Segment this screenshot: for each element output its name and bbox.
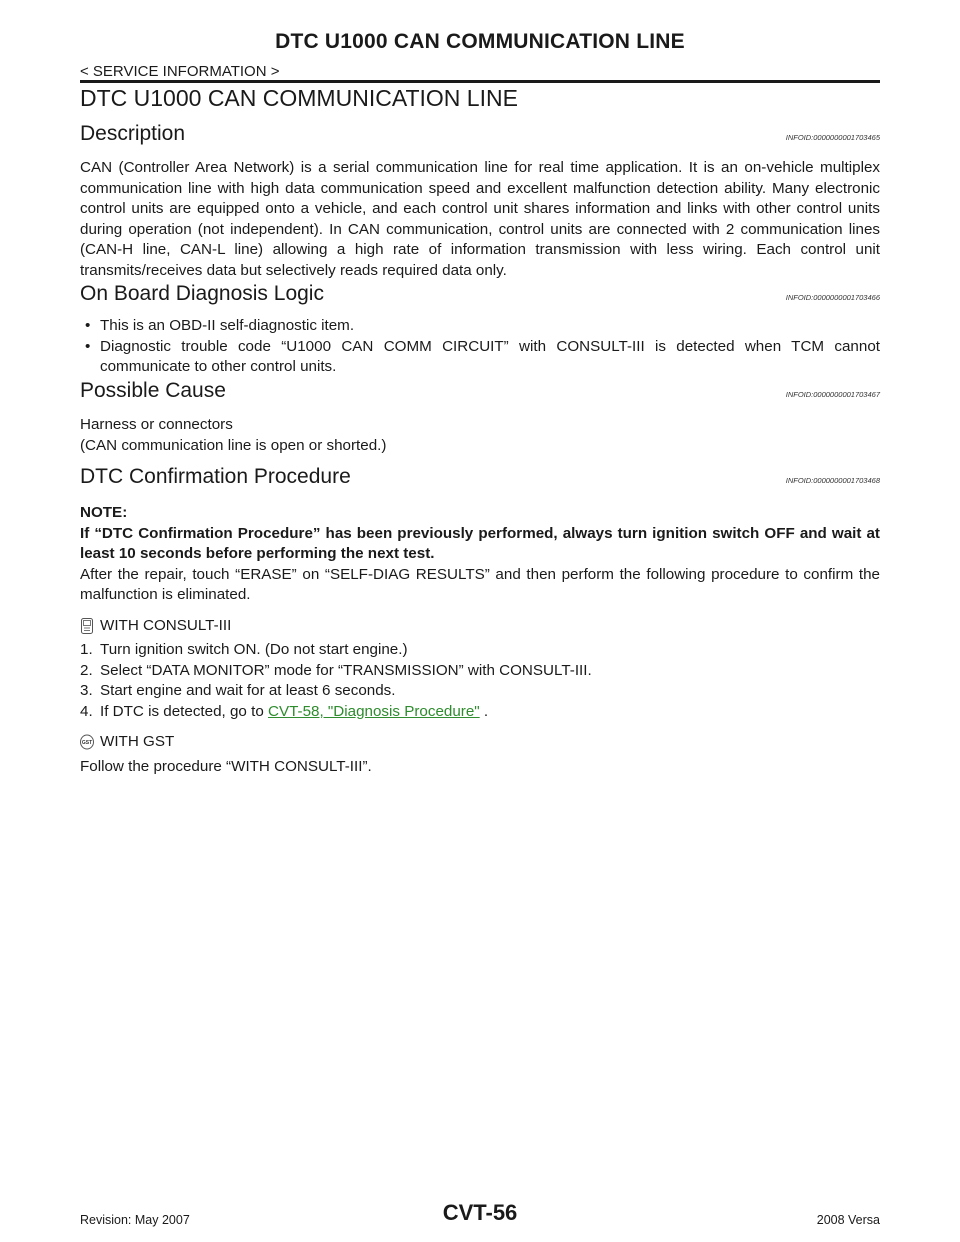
gst-text: Follow the procedure “WITH CONSULT-III”. [80,757,372,775]
list-item: Diagnostic trouble code “U1000 CAN COMM … [80,337,880,378]
step-text-prefix: If DTC is detected, go to [100,702,268,720]
step-text-suffix: . [479,702,489,720]
page-number: CVT-56 [442,1200,518,1225]
list-item: 2. Select “DATA MONITOR” mode for “TRANS… [80,661,880,682]
description-text: CAN (Controller Area Network) is a seria… [80,159,880,279]
breadcrumb: < SERVICE INFORMATION > [80,63,280,80]
note-text: If “DTC Confirmation Procedure” has been… [80,524,880,563]
info-id: INFOID:0000000001703468 [785,476,880,485]
gst-heading-label: WITH GST [100,733,175,750]
possible-cause-line: (CAN communication line is open or short… [80,436,387,454]
step-text: Turn ignition switch ON. (Do not start e… [100,641,408,658]
section-header: On Board Diagnosis Logic INFOID:00000000… [80,278,880,306]
page-title: DTC U1000 CAN COMMUNICATION LINE [80,85,518,111]
obd-logic-list: This is an OBD-II self-diagnostic item. … [80,316,880,378]
gst-heading: GST WITH GST [80,732,880,753]
consult-tool-icon [80,617,94,634]
info-id: INFOID:0000000001703465 [785,133,880,142]
list-item: 3. Start engine and wait for at least 6 … [80,681,880,702]
diagnosis-procedure-link[interactable]: CVT-58, "Diagnosis Procedure" [267,702,480,720]
possible-cause-line: Harness or connectors [80,416,233,433]
gst-icon-text: GST [82,740,92,746]
consult-heading-label: WITH CONSULT-III [100,616,232,634]
footer-revision: Revision: May 2007 [80,1213,190,1227]
info-id: INFOID:0000000001703467 [785,390,880,399]
step-number: 2. [80,661,93,679]
header-title: DTC U1000 CAN COMMUNICATION LINE [275,30,685,53]
section-header: Description INFOID:0000000001703465 [80,118,880,146]
footer-model: 2008 Versa [816,1213,880,1227]
list-item: 1. Turn ignition switch ON. (Do not star… [80,640,880,661]
obd-logic-section: On Board Diagnosis Logic INFOID:00000000… [80,278,880,378]
step-number: 4. [80,702,93,720]
section-title: Possible Cause [80,379,226,402]
section-header: Possible Cause INFOID:0000000001703467 [80,375,880,403]
after-repair-text: After the repair, touch “ERASE” on “SELF… [80,565,880,604]
consult-heading: WITH CONSULT-III [80,616,880,637]
step-number: 1. [80,641,93,658]
description-section: Description INFOID:0000000001703465 CAN … [80,118,880,281]
step-text: Start engine and wait for at least 6 sec… [100,682,396,699]
info-id: INFOID:0000000001703466 [785,293,880,302]
step-text: If DTC is detected, go to CVT-58, "Diagn… [100,702,488,723]
note-label: NOTE: [80,504,128,521]
step-number: 3. [80,682,93,699]
section-title: DTC Confirmation Procedure [80,465,351,488]
list-item: 4. If DTC is detected, go to CVT-58, "Di… [80,702,880,723]
header-divider [80,80,880,83]
step-text: Select “DATA MONITOR” mode for “TRANSMIS… [100,661,592,679]
section-title: Description [80,122,186,145]
dtc-confirmation-section: DTC Confirmation Procedure INFOID:000000… [80,461,880,777]
gst-icon: GST [80,734,94,750]
procedure-steps: 1. Turn ignition switch ON. (Do not star… [80,640,880,722]
section-title: On Board Diagnosis Logic [80,282,324,305]
section-header: DTC Confirmation Procedure INFOID:000000… [80,461,880,489]
possible-cause-section: Possible Cause INFOID:0000000001703467 H… [80,375,880,456]
list-item: This is an OBD-II self-diagnostic item. [80,316,880,337]
